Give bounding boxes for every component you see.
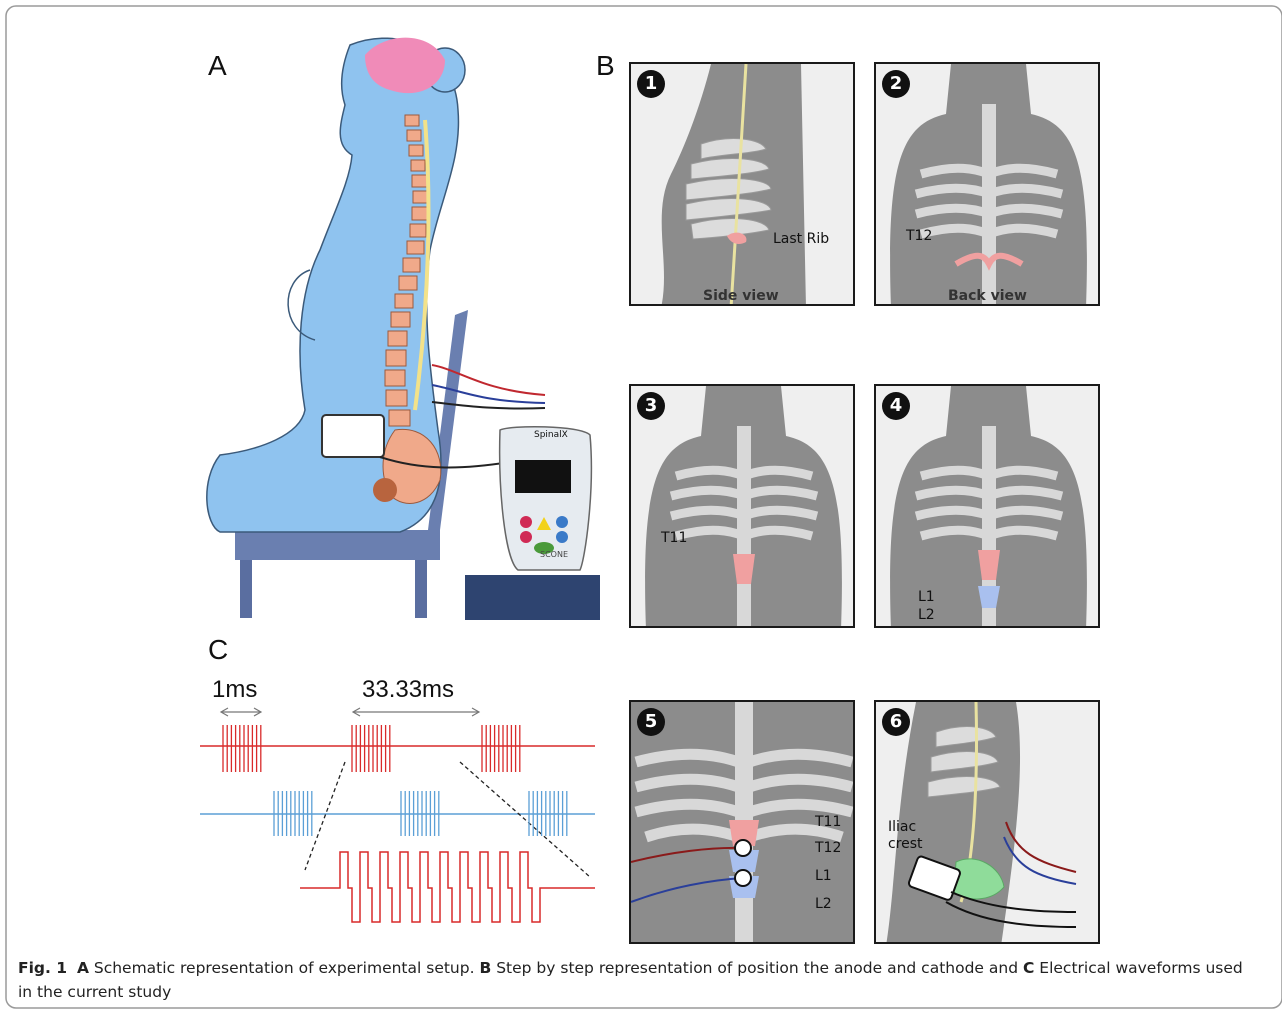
step-3-badge: 3	[637, 392, 665, 420]
device-logo: SpinalX	[534, 430, 568, 440]
caption-a-text: Schematic representation of experimental…	[89, 959, 480, 977]
label-t11: T11	[661, 530, 687, 546]
step-5-badge: 5	[637, 708, 665, 736]
anode-bursts	[223, 725, 520, 772]
panel-c-label: C	[208, 634, 228, 666]
zoomed-waveform	[300, 852, 595, 922]
label-t12: T12	[906, 228, 932, 244]
label-l2-5: L2	[815, 896, 832, 912]
label-t11-5: T11	[815, 814, 841, 830]
step-1-badge: 1	[637, 70, 665, 98]
step-2-badge: 2	[882, 70, 910, 98]
stimulator-device	[500, 427, 592, 570]
waveform-diagram	[195, 700, 605, 930]
back-view-label: Back view	[948, 288, 1027, 304]
label-iliac: Iliac	[888, 819, 916, 835]
label-l1: L1	[918, 589, 935, 605]
panel-b2: 2 T12 Back view	[874, 62, 1100, 306]
device-stand	[465, 575, 600, 620]
panel-b6: 6 Iliac crest	[874, 700, 1100, 944]
caption-b-text: Step by step representation of position …	[491, 959, 1023, 977]
step-4-badge: 4	[882, 392, 910, 420]
caption-fig-label: Fig. 1	[18, 959, 67, 977]
label-crest: crest	[888, 836, 923, 852]
seated-subject-illustration	[200, 10, 600, 620]
caption-c-label: C	[1023, 959, 1034, 977]
label-l1-5: L1	[815, 868, 832, 884]
panel-b1: 1 Last Rib Side view	[629, 62, 855, 306]
caption-b-label: B	[479, 959, 491, 977]
device-brand: SCONE	[540, 550, 568, 559]
figure-caption: Fig. 1 A Schematic representation of exp…	[18, 956, 1258, 1004]
side-view-label: Side view	[703, 288, 779, 304]
label-t12-5: T12	[815, 840, 841, 856]
step-6-badge: 6	[882, 708, 910, 736]
caption-a-label: A	[77, 959, 89, 977]
electrode-pad	[322, 415, 384, 457]
panel-b5: 5 T11 T12 L1 L2	[629, 700, 855, 944]
panel-b3: 3 T11	[629, 384, 855, 628]
label-last-rib: Last Rib	[773, 231, 829, 247]
panel-b4: 4 L1 L2	[874, 384, 1100, 628]
label-l2: L2	[918, 607, 935, 623]
